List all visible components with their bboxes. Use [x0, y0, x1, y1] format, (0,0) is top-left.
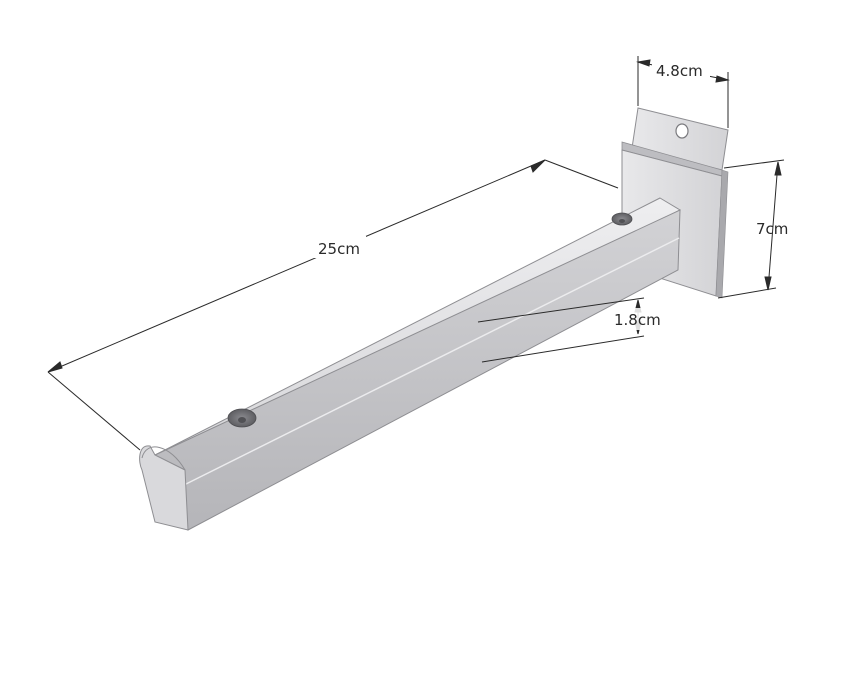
mounting-hole	[675, 123, 689, 139]
arm-thickness-label: 1.8cm	[614, 311, 661, 329]
plate-width-label: 4.8cm	[656, 62, 703, 80]
plate-height-label: 7cm	[756, 220, 788, 238]
dimension-plate-height	[717, 159, 785, 299]
dimension-length	[47, 159, 619, 451]
length-label: 25cm	[318, 240, 360, 258]
bracket-arm	[139, 197, 682, 531]
